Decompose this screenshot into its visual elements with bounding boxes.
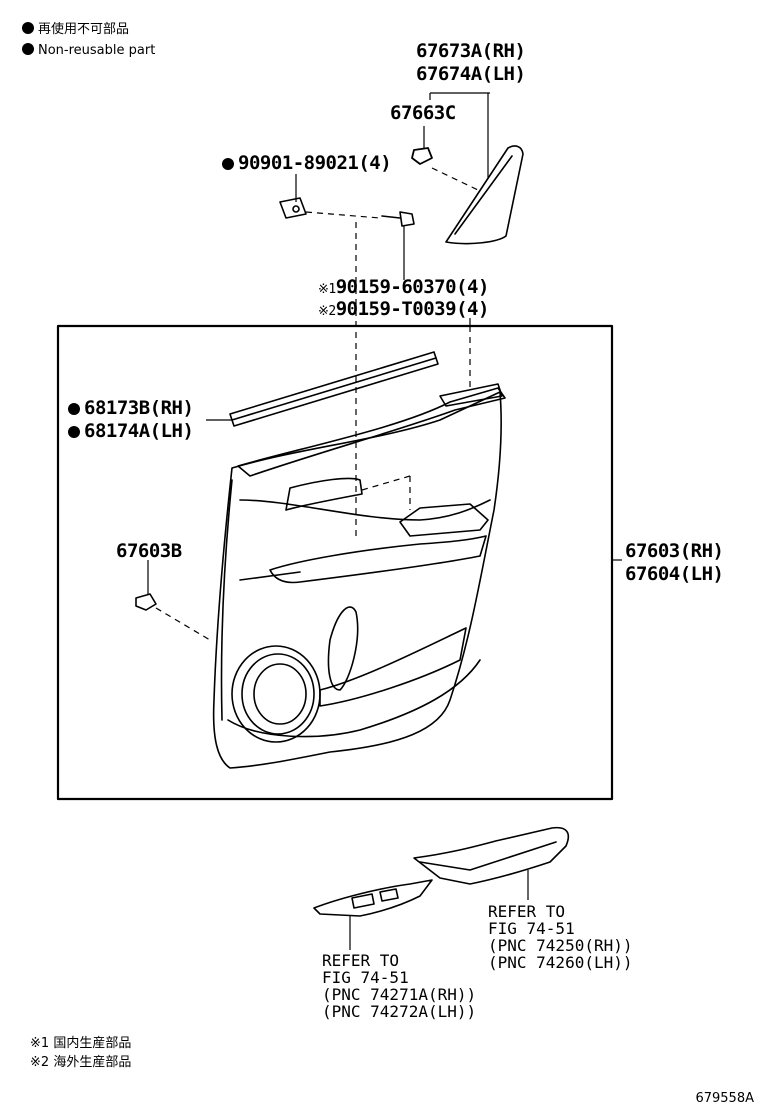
dashed-67603b bbox=[155, 607, 211, 641]
assembly-frame bbox=[56, 324, 614, 801]
non-reusable-dot-icon bbox=[22, 43, 34, 55]
non-reusable-dot-icon bbox=[68, 403, 80, 415]
clip-67603b bbox=[135, 593, 157, 611]
dashed-90901 bbox=[305, 211, 381, 219]
footnote-1: ※1 国内生産部品 bbox=[30, 1036, 132, 1051]
speaker-outer bbox=[231, 645, 321, 743]
legend-jp: 再使用不可部品 bbox=[22, 22, 129, 38]
refer-note-right: REFER TO FIG 74-51 (PNC 74250(RH)) (PNC … bbox=[488, 902, 633, 972]
label-clip-90901: 90901-89021(4) bbox=[222, 152, 392, 174]
panel-mid-line bbox=[239, 571, 301, 581]
weatherstrip-inner bbox=[231, 357, 437, 421]
panel-armrest bbox=[269, 535, 487, 584]
label-weatherstrip-lh: 68174A(LH) bbox=[68, 420, 194, 442]
label-clip-67603b: 67603B bbox=[116, 540, 182, 562]
door-corner-trim bbox=[445, 145, 524, 245]
clip-67663c bbox=[411, 147, 433, 165]
speaker-mid bbox=[241, 653, 315, 735]
label-panel-lh: 67604(LH) bbox=[625, 563, 724, 585]
label-trim-lh: 67674A(LH) bbox=[416, 63, 526, 85]
label-panel-rh: 67603(RH) bbox=[625, 540, 724, 562]
legend-en: Non-reusable part bbox=[22, 43, 155, 59]
panel-handle-pocket bbox=[327, 606, 359, 691]
clip-90901 bbox=[279, 197, 307, 219]
clip-90901-hole bbox=[292, 205, 300, 213]
panel-top-cap bbox=[439, 383, 503, 407]
figure-id: 679558A bbox=[695, 1091, 754, 1106]
dashed-box bbox=[361, 475, 411, 491]
switch-base-slots bbox=[351, 888, 399, 909]
dashed-67663c bbox=[431, 167, 479, 191]
speaker-inner bbox=[253, 663, 307, 725]
weatherstrip bbox=[229, 351, 439, 427]
label-screw-2: ※290159-T0039(4) bbox=[318, 298, 489, 320]
panel-switch-area bbox=[285, 477, 363, 511]
armrest-upper-edge bbox=[419, 841, 557, 871]
panel-pocket-lower bbox=[319, 627, 467, 707]
label-weatherstrip-rh: 68173B(RH) bbox=[68, 397, 194, 419]
panel-lower-contour bbox=[227, 659, 481, 738]
footnote-2: ※2 海外生産部品 bbox=[30, 1055, 132, 1070]
screw bbox=[381, 211, 415, 227]
door-corner-trim-edge bbox=[454, 155, 513, 235]
label-trim-rh: 67673A(RH) bbox=[416, 40, 526, 62]
door-trim-panel bbox=[212, 391, 502, 769]
armrest-upper-part bbox=[413, 826, 570, 885]
panel-side-edge bbox=[220, 479, 233, 721]
panel-upper-edge bbox=[237, 387, 506, 477]
non-reusable-dot-icon bbox=[22, 22, 34, 34]
refer-note-left: REFER TO FIG 74-51 (PNC 74271A(RH)) (PNC… bbox=[322, 951, 477, 1021]
panel-inner-contour bbox=[239, 499, 491, 521]
switch-base-part bbox=[313, 879, 433, 917]
panel-switch-area-right bbox=[399, 503, 489, 537]
non-reusable-dot-icon bbox=[222, 158, 234, 170]
label-clip-67663c: 67663C bbox=[390, 102, 456, 124]
non-reusable-dot-icon bbox=[68, 426, 80, 438]
label-screw-1: ※190159-60370(4) bbox=[318, 276, 489, 298]
